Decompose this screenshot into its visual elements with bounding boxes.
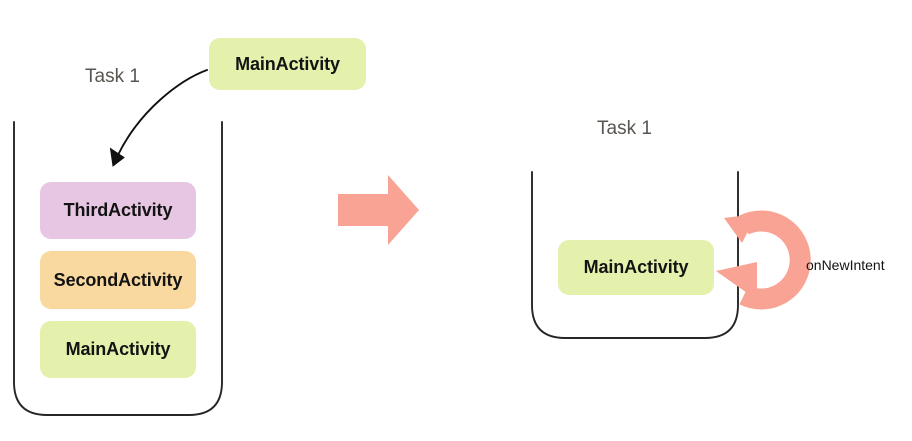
activity-box-thirdactivity[interactable]: ThirdActivity — [40, 182, 196, 239]
task-label-left: Task 1 — [85, 66, 140, 87]
activity-box-label: SecondActivity — [53, 269, 183, 290]
activity-box-label: ThirdActivity — [63, 200, 173, 220]
activity-box-label: MainActivity — [583, 257, 689, 277]
activity-box-label: MainActivity — [65, 339, 171, 359]
onnewintent-loop-icon — [716, 210, 811, 310]
activity-box-label: MainActivity — [235, 53, 340, 74]
transition-right-arrow-icon — [338, 175, 419, 245]
activity-box-secondactivity[interactable]: SecondActivity — [40, 251, 196, 309]
task-label-right: Task 1 — [597, 118, 652, 139]
activity-box-incoming-mainactivity[interactable]: MainActivity — [209, 38, 366, 90]
onnewintent-label: onNewIntent — [806, 257, 885, 273]
activity-box-mainactivity-left[interactable]: MainActivity — [40, 321, 196, 378]
push-activity-arrowhead-icon — [109, 147, 125, 167]
activity-box-mainactivity-right[interactable]: MainActivity — [558, 240, 714, 295]
